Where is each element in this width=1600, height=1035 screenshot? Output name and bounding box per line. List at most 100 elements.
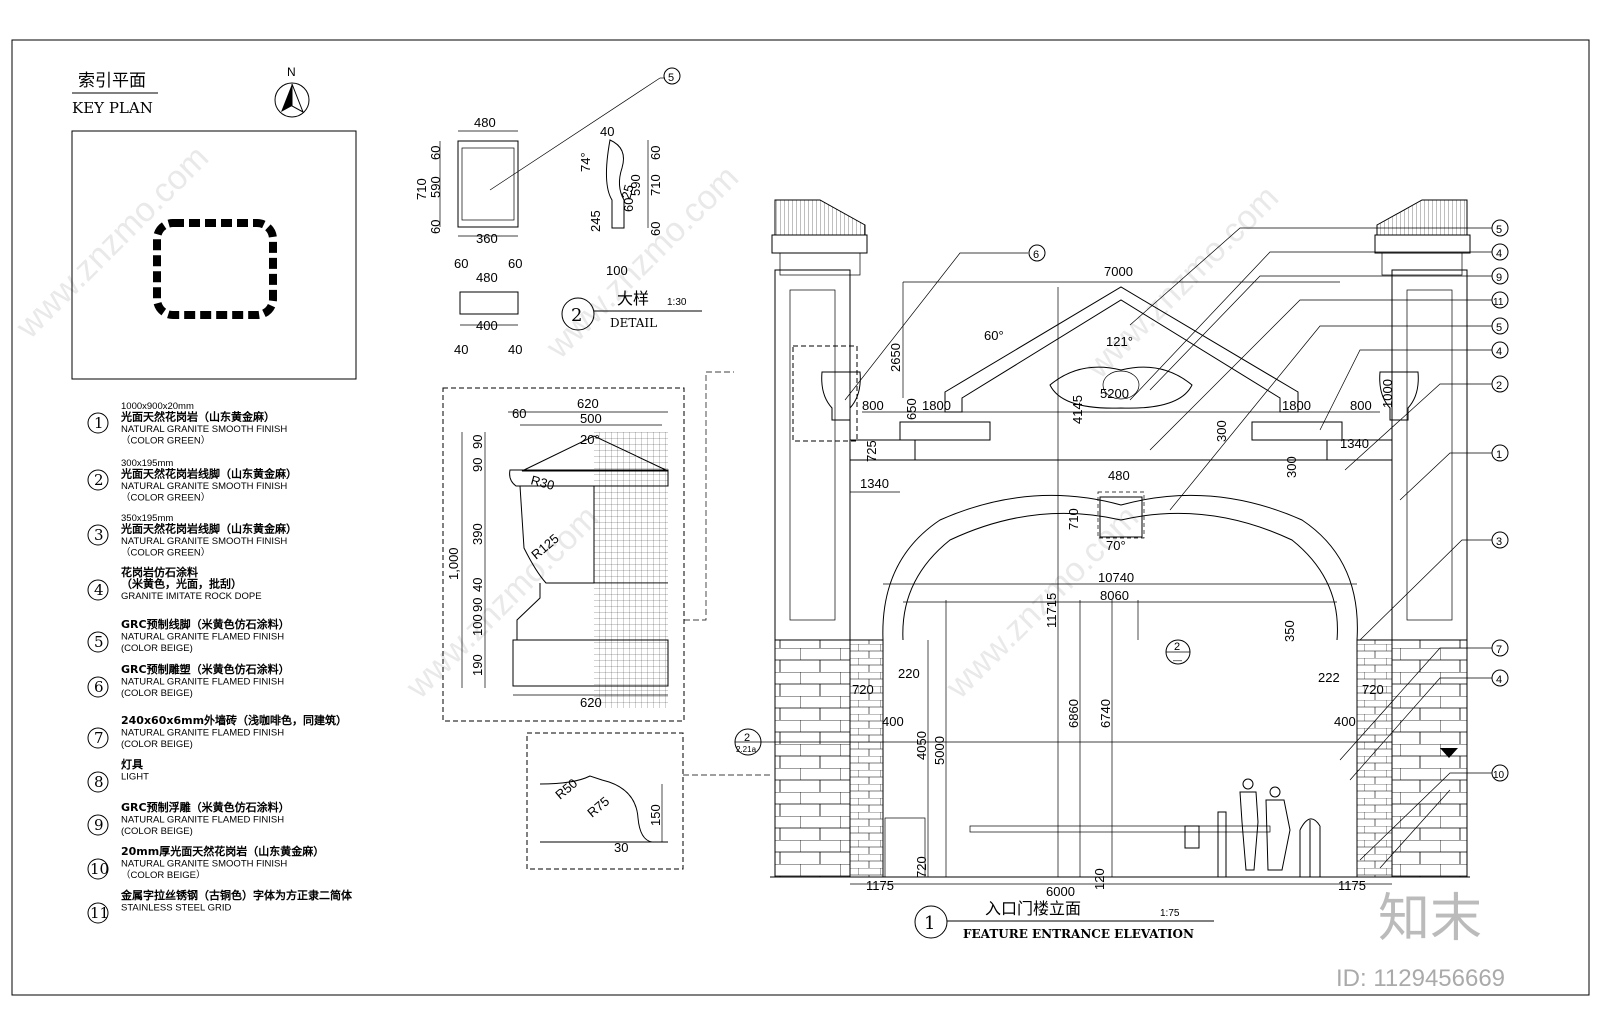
- watermark-site: www.znzmo.com: [398, 498, 606, 706]
- dimension-label: FEATURE ENTRANCE ELEVATION: [963, 927, 1194, 941]
- dimension-label: 4050: [914, 731, 929, 760]
- key-plan-frame: [71, 130, 357, 380]
- dimension-label: DETAIL: [610, 316, 657, 330]
- dimension-label: 9: [1496, 272, 1502, 284]
- brand-watermark: 知末 ID: 1129456669: [1336, 889, 1505, 992]
- legend-text: （COLOR GREEN）: [121, 547, 210, 559]
- legend-text: 花岗岩仿石涂料: [121, 565, 198, 579]
- dim: 710: [414, 178, 429, 200]
- dim: 360: [476, 231, 498, 246]
- dimension-label: 4: [1496, 346, 1502, 358]
- dimension-label: 1,000: [446, 547, 461, 580]
- dim: 60: [428, 146, 443, 160]
- dimension-label: 60: [512, 406, 526, 421]
- dimension-label: 150: [648, 804, 663, 826]
- dimension-label: 6740: [1098, 699, 1113, 728]
- legend-text: 金属字拉丝锈钢（古铜色）字体为方正隶二简体: [120, 888, 353, 902]
- dimension-label: 120: [1092, 868, 1107, 890]
- sheet-border: [11, 39, 1590, 996]
- key-plan: 索引平面 KEY PLAN N: [71, 65, 357, 380]
- legend-text: (COLOR BEIGE): [121, 739, 193, 750]
- legend-text: 240x60x6mm外墙砖（浅咖啡色，同建筑）: [121, 713, 347, 727]
- dim: 40: [454, 342, 468, 357]
- dimension-label: 2: [1496, 380, 1502, 392]
- people-figures: [1239, 778, 1291, 871]
- legend-number: 2: [94, 471, 104, 489]
- legend-text: NATURAL GRANITE FLAMED FINISH: [121, 815, 284, 826]
- legend-text: 20mm厚光面天然花岗岩（山东黄金麻）: [121, 844, 324, 858]
- plant-decoration: [1299, 818, 1321, 877]
- image-id: ID: 1129456669: [1336, 965, 1505, 992]
- watermark-site: www.znzmo.com: [1078, 178, 1286, 386]
- dimension-label: 1800: [1282, 398, 1311, 413]
- dimension-label: 5: [1496, 322, 1502, 334]
- dimension-label: 1340: [860, 476, 889, 491]
- legend-text: 光面天然花岗岩线脚（山东黄金麻）: [120, 467, 297, 481]
- legend-text: 光面天然花岗岩（山东黄金麻）: [120, 410, 275, 424]
- legend-text: （COLOR BEIGE）: [121, 869, 205, 881]
- dimension-label: 10740: [1098, 570, 1134, 585]
- dimension-label: 60°: [984, 328, 1004, 343]
- dimension-label: 800: [1350, 398, 1372, 413]
- dimension-label: 4: [1496, 248, 1502, 260]
- key-plan-title-en: KEY PLAN: [72, 99, 153, 117]
- dimension-label: 190: [470, 654, 485, 676]
- dimension-label: 6860: [1066, 699, 1081, 728]
- callout-bubble: 5: [663, 67, 681, 85]
- dim: 100: [606, 263, 628, 278]
- key-plan-title-cn: 索引平面: [78, 71, 146, 91]
- dimension-label: 1800: [922, 398, 951, 413]
- legend-number: 11: [90, 904, 109, 922]
- dimension-label: 800: [862, 398, 884, 413]
- legend-number: 5: [94, 633, 104, 651]
- elevation-dimensions: 7000 2650 60° 121° 800 650 1800 5200 414…: [850, 264, 1395, 899]
- legend-text: GRC预制雕塑（米黄色仿石涂料）: [121, 662, 290, 676]
- dimension-label: 350: [1282, 620, 1297, 642]
- dim: 40: [600, 124, 614, 139]
- legend-text: LIGHT: [121, 772, 149, 783]
- elevation-title: 1 入口门楼立面 1:75 FEATURE ENTRANCE ELEVATION: [914, 899, 1214, 941]
- legend-text: 光面天然花岗岩线脚（山东黄金麻）: [120, 522, 297, 536]
- dimension-label: 1340: [1340, 436, 1369, 451]
- dimension-label: R50: [552, 775, 580, 802]
- entrance-elevation: [770, 199, 1471, 878]
- legend-text: NATURAL GRANITE FLAMED FINISH: [121, 728, 284, 739]
- dimension-label: 650: [904, 398, 919, 420]
- dim: 590: [628, 174, 643, 196]
- legend-text: NATURAL GRANITE SMOOTH FINISH: [121, 536, 287, 547]
- legend-text: (COLOR BEIGE): [121, 826, 193, 837]
- dim: 590: [428, 176, 443, 198]
- detail-panel-plan: 480 710 60 590 60 360 60 60 480 400 40 4…: [414, 115, 522, 357]
- dimension-label: 8060: [1100, 588, 1129, 603]
- dimension-label: 90: [470, 598, 485, 612]
- dimension-label: 30: [614, 840, 628, 855]
- dimension-label: 710: [1066, 508, 1081, 530]
- legend-number: 1: [94, 414, 104, 432]
- key-plan-outline: [153, 219, 277, 319]
- dim: 60: [648, 222, 663, 236]
- north-label: N: [287, 65, 296, 79]
- dim: 74°: [578, 152, 593, 172]
- dimension-label: 1:30: [667, 297, 687, 308]
- legend-text: (COLOR BEIGE): [121, 688, 193, 699]
- dimension-label: 90: [470, 435, 485, 449]
- elevation-callouts: 6 5 4 9 11 5 4 2 1 3 7 4 10: [844, 219, 1509, 869]
- dimension-label: 121°: [1106, 334, 1133, 349]
- dimension-label: 1175: [1338, 878, 1366, 893]
- dim: 400: [476, 318, 498, 333]
- legend-text: （COLOR GREEN）: [121, 435, 210, 447]
- dimension-label: 220: [898, 666, 920, 681]
- legend-text: 1000x900x20mm: [121, 401, 194, 412]
- legend-text: GRANITE IMITATE ROCK DOPE: [121, 591, 262, 602]
- north-arrow-icon: N: [274, 65, 310, 118]
- detail-profile: 40 74° 245 25 60 60 590 710 60 100: [489, 77, 665, 278]
- dimension-label: 500: [580, 411, 602, 426]
